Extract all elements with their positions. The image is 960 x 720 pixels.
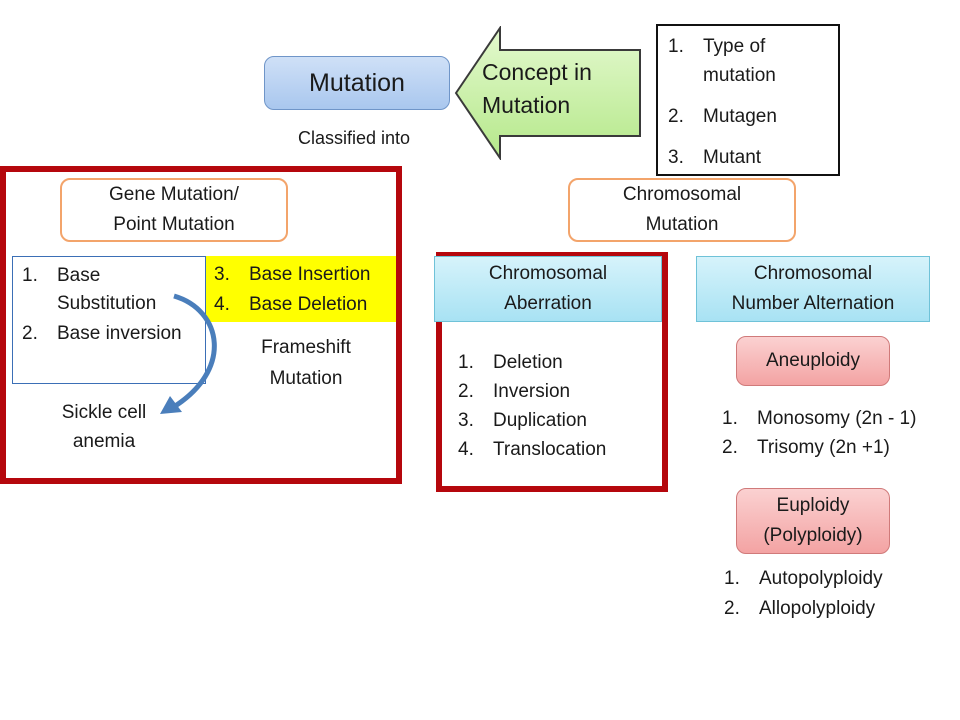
number-title-line-1: Chromosomal xyxy=(753,263,873,284)
item-text: Type of mutation xyxy=(703,36,776,86)
euploidy-list: 1. Autopolyploidy 2. Allopolyploidy xyxy=(724,564,944,624)
aneuploidy-label: Aneuploidy xyxy=(765,350,861,371)
euploidy-item: 1. Autopolyploidy xyxy=(724,564,944,594)
item-number: 2. xyxy=(668,106,684,127)
item-number: 1. xyxy=(458,352,474,373)
gene-mutation-frame xyxy=(0,166,402,484)
item-number: 1. xyxy=(668,36,684,57)
classified-label: Classified into xyxy=(297,128,411,148)
item-text: Monosomy (2n - 1) xyxy=(757,408,917,429)
number-title-line-2: Number Alternation xyxy=(731,293,895,314)
aberration-item: 2. Inversion xyxy=(458,377,648,406)
euploidy-line-2: (Polyploidy) xyxy=(763,525,863,546)
concept-item: 3. Mutant xyxy=(668,143,828,172)
aneuploidy-item: 2. Trisomy (2n +1) xyxy=(722,433,958,462)
item-number: 3. xyxy=(668,147,684,168)
concept-line-2: Mutation xyxy=(482,92,571,118)
item-number: 1. xyxy=(722,408,738,429)
aneuploidy-box: Aneuploidy xyxy=(736,336,890,386)
mutation-title: Mutation xyxy=(309,68,405,97)
concept-item: 1. Type of mutation xyxy=(668,32,828,90)
euploidy-line-1: Euploidy xyxy=(776,495,850,516)
aberration-title-line-1: Chromosomal xyxy=(488,263,608,284)
aberration-frame xyxy=(436,252,668,492)
item-number: 3. xyxy=(214,264,230,285)
item-text: Base Substitution xyxy=(57,265,157,314)
deletion-item: 4. Base Deletion xyxy=(214,290,394,320)
frameshift-line-2: Mutation xyxy=(269,368,343,389)
aneuploidy-list: 1. Monosomy (2n - 1) 2. Trisomy (2n +1) xyxy=(722,404,958,462)
item-number: 3. xyxy=(458,410,474,431)
mutation-title-box: Mutation xyxy=(264,56,450,110)
item-text: Base inversion xyxy=(57,323,182,344)
chromosomal-mutation-title-box: Chromosomal Mutation xyxy=(568,178,796,242)
aberration-item: 3. Duplication xyxy=(458,406,648,435)
item-text: Translocation xyxy=(493,439,607,460)
item-number: 4. xyxy=(214,294,230,315)
frameshift-highlight xyxy=(206,256,396,322)
item-number: 2. xyxy=(722,437,738,458)
item-text: Mutagen xyxy=(703,106,777,127)
item-text: Allopolyploidy xyxy=(759,598,876,619)
concept-items-box: 1. Type of mutation 2. Mutagen 3. Mutant xyxy=(656,24,840,176)
sickle-line-1: Sickle cell xyxy=(61,402,147,423)
frameshift-line-1: Frameshift xyxy=(261,337,351,358)
aberration-item: 1. Deletion xyxy=(458,348,648,377)
sickle-cell-arrow xyxy=(160,293,217,414)
item-number: 2. xyxy=(22,323,38,344)
euploidy-item: 2. Allopolyploidy xyxy=(724,594,944,624)
concept-label: Concept in Mutation xyxy=(482,56,632,122)
substitution-item: 1. Base Substitution xyxy=(22,262,202,318)
item-number: 1. xyxy=(724,568,740,589)
item-number: 2. xyxy=(458,381,474,402)
item-text: Duplication xyxy=(493,410,587,431)
item-text: Base Insertion xyxy=(249,264,371,285)
item-text: Inversion xyxy=(493,381,571,402)
item-number: 4. xyxy=(458,439,474,460)
item-text: Deletion xyxy=(493,352,563,373)
insertion-item: 3. Base Insertion xyxy=(214,260,394,290)
inversion-item: 2. Base inversion xyxy=(22,320,202,348)
chromosomal-title-line-2: Mutation xyxy=(645,214,719,235)
frameshift-label: Frameshift Mutation xyxy=(226,332,386,394)
item-number: 1. xyxy=(22,265,38,286)
gene-mutation-title-box: Gene Mutation/ Point Mutation xyxy=(60,178,288,242)
number-alternation-title-box: Chromosomal Number Alternation xyxy=(696,256,930,322)
item-text: Base Deletion xyxy=(249,294,368,315)
gene-title-line-2: Point Mutation xyxy=(113,214,235,235)
item-text: Autopolyploidy xyxy=(759,568,883,589)
aberration-list: 1. Deletion 2. Inversion 3. Duplication … xyxy=(458,348,648,464)
sickle-line-2: anemia xyxy=(72,431,136,452)
concept-line-1: Concept in xyxy=(482,59,592,85)
sickle-cell-label: Sickle cell anemia xyxy=(34,398,174,456)
chromosomal-title-line-1: Chromosomal xyxy=(622,184,742,205)
concept-arrow xyxy=(454,26,641,160)
euploidy-box: Euploidy (Polyploidy) xyxy=(736,488,890,554)
aneuploidy-item: 1. Monosomy (2n - 1) xyxy=(722,404,958,433)
aberration-title-line-2: Aberration xyxy=(504,293,592,314)
gene-title-line-1: Gene Mutation/ xyxy=(109,184,239,205)
item-text: Trisomy (2n +1) xyxy=(757,437,890,458)
item-text: Mutant xyxy=(703,147,762,168)
item-number: 2. xyxy=(724,598,740,619)
aberration-item: 4. Translocation xyxy=(458,435,648,464)
concept-item: 2. Mutagen xyxy=(668,102,828,131)
aberration-title-box: Chromosomal Aberration xyxy=(434,256,662,322)
